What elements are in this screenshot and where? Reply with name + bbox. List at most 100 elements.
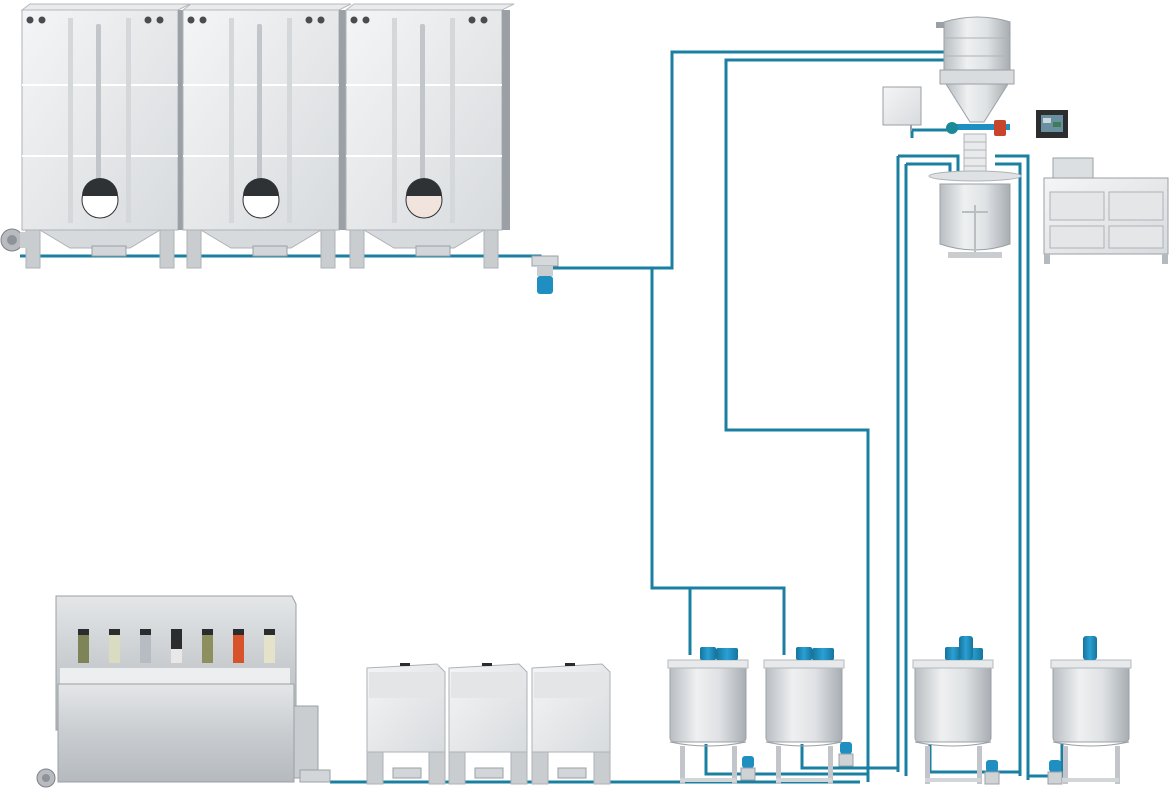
bin-window	[451, 672, 523, 698]
silo-icon	[20, 3, 191, 269]
silo-side	[339, 10, 347, 230]
tank-leg	[776, 746, 781, 784]
window-fill	[171, 649, 182, 663]
tank-leg	[680, 746, 685, 784]
tank-lid	[1050, 659, 1132, 669]
vent-hole	[144, 16, 152, 24]
pump-body	[984, 771, 1000, 785]
tank-body	[765, 661, 843, 743]
silo-side	[502, 10, 510, 230]
tank-bottom	[914, 741, 992, 747]
vent-hole	[468, 16, 476, 24]
silo-roof	[20, 3, 191, 11]
tank-frame	[1063, 778, 1119, 782]
storage-bin-icon	[366, 663, 446, 785]
stiffener	[126, 18, 131, 223]
pipe-line	[904, 162, 952, 776]
vent-hole	[38, 16, 46, 24]
tank-frame	[925, 778, 981, 782]
bin-valve	[392, 767, 422, 779]
pump-motor	[1049, 760, 1061, 772]
pipe-line	[650, 268, 692, 655]
vent-hole	[480, 16, 488, 24]
pump-icon	[1047, 760, 1063, 785]
silo-side	[178, 10, 186, 230]
rotary-valve	[415, 245, 451, 257]
bin-leg	[428, 751, 446, 785]
mixing-vessel-icon	[928, 170, 1022, 258]
window-fill	[140, 635, 151, 663]
tank-lid	[667, 659, 749, 669]
bin-valve	[474, 767, 504, 779]
pipe-line	[910, 128, 950, 138]
sight-window	[233, 629, 244, 663]
pipe-line	[928, 744, 1020, 774]
stiffener	[229, 18, 234, 223]
window-fill	[233, 635, 244, 663]
stiffener	[287, 18, 292, 223]
pump-motor	[840, 742, 852, 754]
pump-motor	[742, 756, 754, 768]
window-fill	[78, 635, 89, 663]
silo-leg	[159, 229, 175, 269]
hopper	[38, 229, 162, 249]
silo-icon	[344, 3, 515, 269]
vacuum-receiver-icon	[936, 16, 1015, 123]
bin-leg	[531, 751, 549, 785]
hopper	[199, 229, 323, 249]
mixing-tank-icon	[1050, 636, 1132, 784]
silo-leg	[320, 229, 336, 269]
sight-window	[202, 629, 213, 663]
gear-motor	[700, 647, 716, 660]
sight-glass-shadow	[243, 178, 279, 196]
tank-leg	[1063, 746, 1068, 784]
rotary-valve	[252, 245, 288, 257]
pump-body	[1047, 771, 1063, 785]
silo-leg	[349, 229, 365, 269]
tank-leg	[925, 746, 930, 784]
silo-leg	[186, 229, 202, 269]
vent-hole	[156, 16, 164, 24]
blower-icon	[0, 228, 30, 252]
gear-motor	[796, 647, 812, 660]
vent-hole	[350, 16, 358, 24]
stiffener	[392, 18, 397, 223]
tank-bottom	[765, 741, 843, 747]
vent-hole	[26, 16, 34, 24]
silo-roof	[181, 3, 352, 11]
storage-bin-icon	[448, 663, 528, 785]
vent-hole	[187, 16, 195, 24]
pipe-line	[995, 154, 1030, 780]
vent-hole	[199, 16, 207, 24]
tank-bottom	[669, 741, 747, 747]
window-fill	[109, 635, 120, 663]
tank-leg	[828, 746, 833, 784]
storage-bin-icon	[531, 663, 611, 785]
slide-valve-icon	[946, 120, 1010, 136]
silo-roof	[344, 3, 515, 11]
vent-hole	[305, 16, 313, 24]
tank-body	[669, 661, 747, 743]
gear-box	[812, 648, 834, 660]
pipe-line	[896, 154, 960, 772]
mixing-tank-icon	[763, 647, 845, 784]
sight-window	[264, 629, 275, 663]
tank-frame	[680, 778, 736, 782]
pump-group	[740, 742, 1063, 785]
bin-leg	[366, 751, 384, 785]
sight-glass-shadow	[406, 178, 442, 196]
tank-frame	[776, 778, 832, 782]
filter-icon	[531, 255, 559, 294]
bin-port	[400, 663, 410, 666]
tank-leg	[732, 746, 737, 784]
bin-leg	[593, 751, 611, 785]
silo-group	[20, 3, 515, 269]
bin-leg	[510, 751, 528, 785]
level-tube	[420, 24, 425, 184]
pipe-line	[995, 162, 1022, 776]
pipe-line	[690, 586, 786, 655]
silo-leg	[483, 229, 499, 269]
sight-window	[109, 629, 120, 663]
sight-window	[78, 629, 89, 663]
mixing-tank-icon	[667, 647, 749, 784]
